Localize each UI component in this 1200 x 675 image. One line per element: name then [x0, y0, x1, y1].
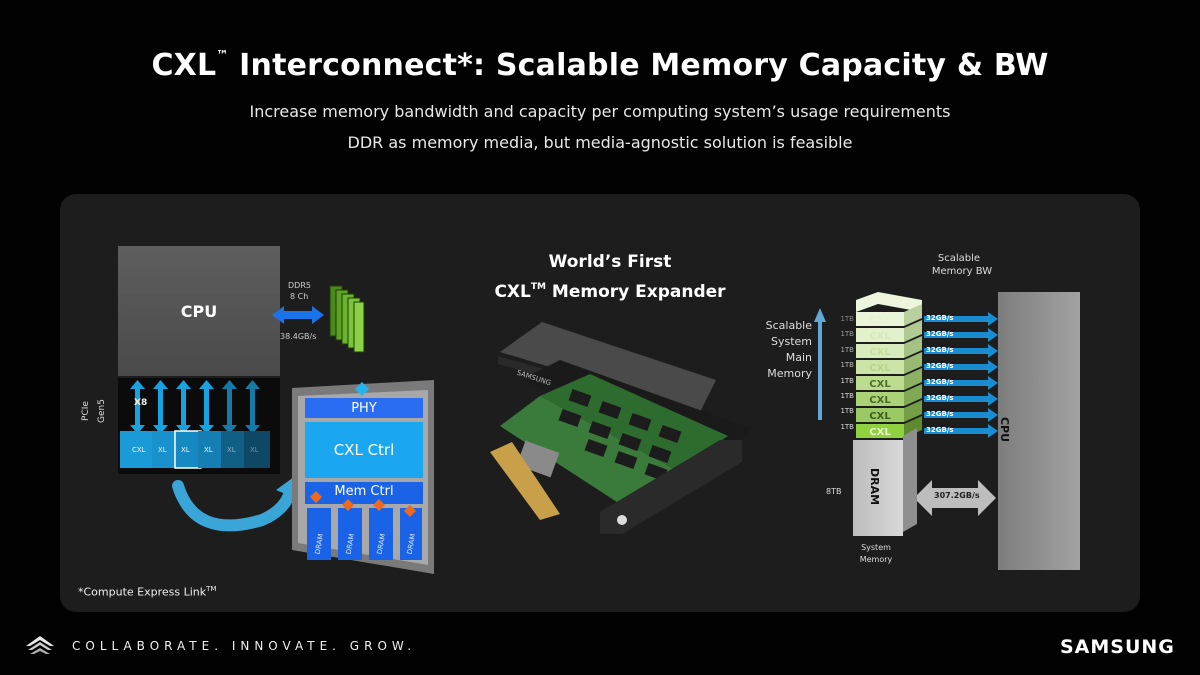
cxl-controller-chip [292, 380, 434, 574]
cxl-layer-label: CXL [869, 347, 891, 358]
cxl-card-label: XL [204, 446, 213, 454]
cxl-ctrl-label: CXL Ctrl [333, 441, 395, 459]
cxl-layer-label: CXL [869, 363, 891, 374]
cpu-block [118, 246, 280, 376]
ddr-arrow-icon [272, 306, 324, 324]
ddr-type-label: DDR5 [288, 281, 311, 290]
dram-block [853, 440, 903, 536]
cxl-cards [120, 430, 270, 469]
capacity-label: 1TB [840, 376, 854, 385]
capacity-label: 1TB [840, 361, 854, 370]
system-memory-label: System Memory [859, 543, 893, 564]
dram-bw-label: 307.2GB/s [934, 491, 980, 500]
scalable-system-label: Scalable System Main Memory [765, 319, 812, 380]
cxl-layer-labels: CXL CXL CXL CXL CXL CXL CXL CXL [856, 313, 904, 441]
cxl-layer-label: CXL [869, 331, 891, 342]
ddr-bandwidth-label: 38.4GB/s [280, 332, 317, 341]
link-bw-labels: 32GB/s 32GB/s 32GB/s 32GB/s 32GB/s 32GB/… [926, 310, 966, 438]
capacity-label: 1TB [840, 422, 854, 431]
capacity-label: 1TB [840, 330, 854, 339]
cxl-card-label: XL [158, 446, 167, 454]
dram-capacity-label: 8TB [826, 487, 842, 496]
host-cpu-block [998, 292, 1080, 570]
dram-label: DRAM [868, 467, 882, 506]
scalable-bw-label: Scalable [937, 253, 981, 264]
cxl-layer-label: CXL [869, 315, 891, 326]
capacity-label: 1TB [840, 407, 854, 416]
capacity-labels: 1TB 1TB 1TB 1TB 1TB 1TB 1TB 1TB [828, 312, 854, 435]
footnote: *Compute Express LinkTM [78, 585, 217, 599]
product-title-line2: CXLTM Memory Expander [494, 282, 726, 302]
subtitle-2: DDR as memory media, but media-agnostic … [347, 133, 853, 152]
cxl-layer-label: CXL [869, 379, 891, 390]
cxl-card-label: XL [250, 446, 259, 454]
cxl-layer-label: CXL [869, 411, 891, 422]
cxl-card-label: XL [181, 446, 190, 454]
cxl-layer-label: CXL [869, 395, 891, 406]
ddr-channels-label: 8 Ch [290, 292, 309, 301]
cxl-layer-label: CXL [869, 427, 891, 438]
lanes-label: X8 [134, 398, 148, 408]
link-bw-label: 32GB/s [926, 426, 954, 434]
capacity-label: 1TB [840, 315, 854, 323]
capacity-label: 1TB [840, 345, 854, 354]
capacity-label: 1TB [840, 392, 854, 401]
cxl-card-label: XL [227, 446, 236, 454]
cxl-card-labels: CXL XL XL XL XL XL [120, 446, 270, 458]
phy-label: PHY [351, 401, 377, 416]
link-bw-label: 32GB/s [926, 330, 954, 338]
mem-ctrl-label: Mem Ctrl [334, 484, 394, 499]
dram-bandwidth-arrow-icon [914, 480, 996, 516]
cxl-card-label: CXL [132, 446, 146, 454]
cxl-link-arrows-icon [924, 312, 998, 438]
link-bw-label: 32GB/s [926, 362, 954, 370]
brand-logo: SAMSUNG [1060, 636, 1175, 658]
dram-block-side [903, 427, 917, 533]
link-bw-label: 32GB/s [926, 378, 954, 386]
pcie-lane-arrows-icon [130, 380, 260, 434]
link-bw-label: 32GB/s [926, 314, 954, 322]
host-cpu-label: CPU [998, 416, 1012, 443]
page-title: CXL™ Interconnect*: Scalable Memory Capa… [151, 48, 1049, 83]
scalable-bw-label-2: Memory BW [931, 266, 993, 277]
cpu-label: CPU [180, 302, 218, 321]
product-title-line1: World’s First [548, 252, 672, 272]
event-logo-icon [26, 636, 54, 654]
dimm-modules-icon [329, 285, 365, 353]
footer-tagline: COLLABORATE. INNOVATE. GROW. [72, 639, 417, 653]
link-bw-label: 32GB/s [926, 394, 954, 402]
link-bw-label: 32GB/s [926, 346, 954, 354]
subtitle-1: Increase memory bandwidth and capacity p… [249, 102, 951, 121]
cxl-memory-stack [856, 292, 922, 438]
product-title: World’s First CXLTM Memory Expander [470, 250, 750, 305]
link-bw-label: 32GB/s [926, 410, 954, 418]
